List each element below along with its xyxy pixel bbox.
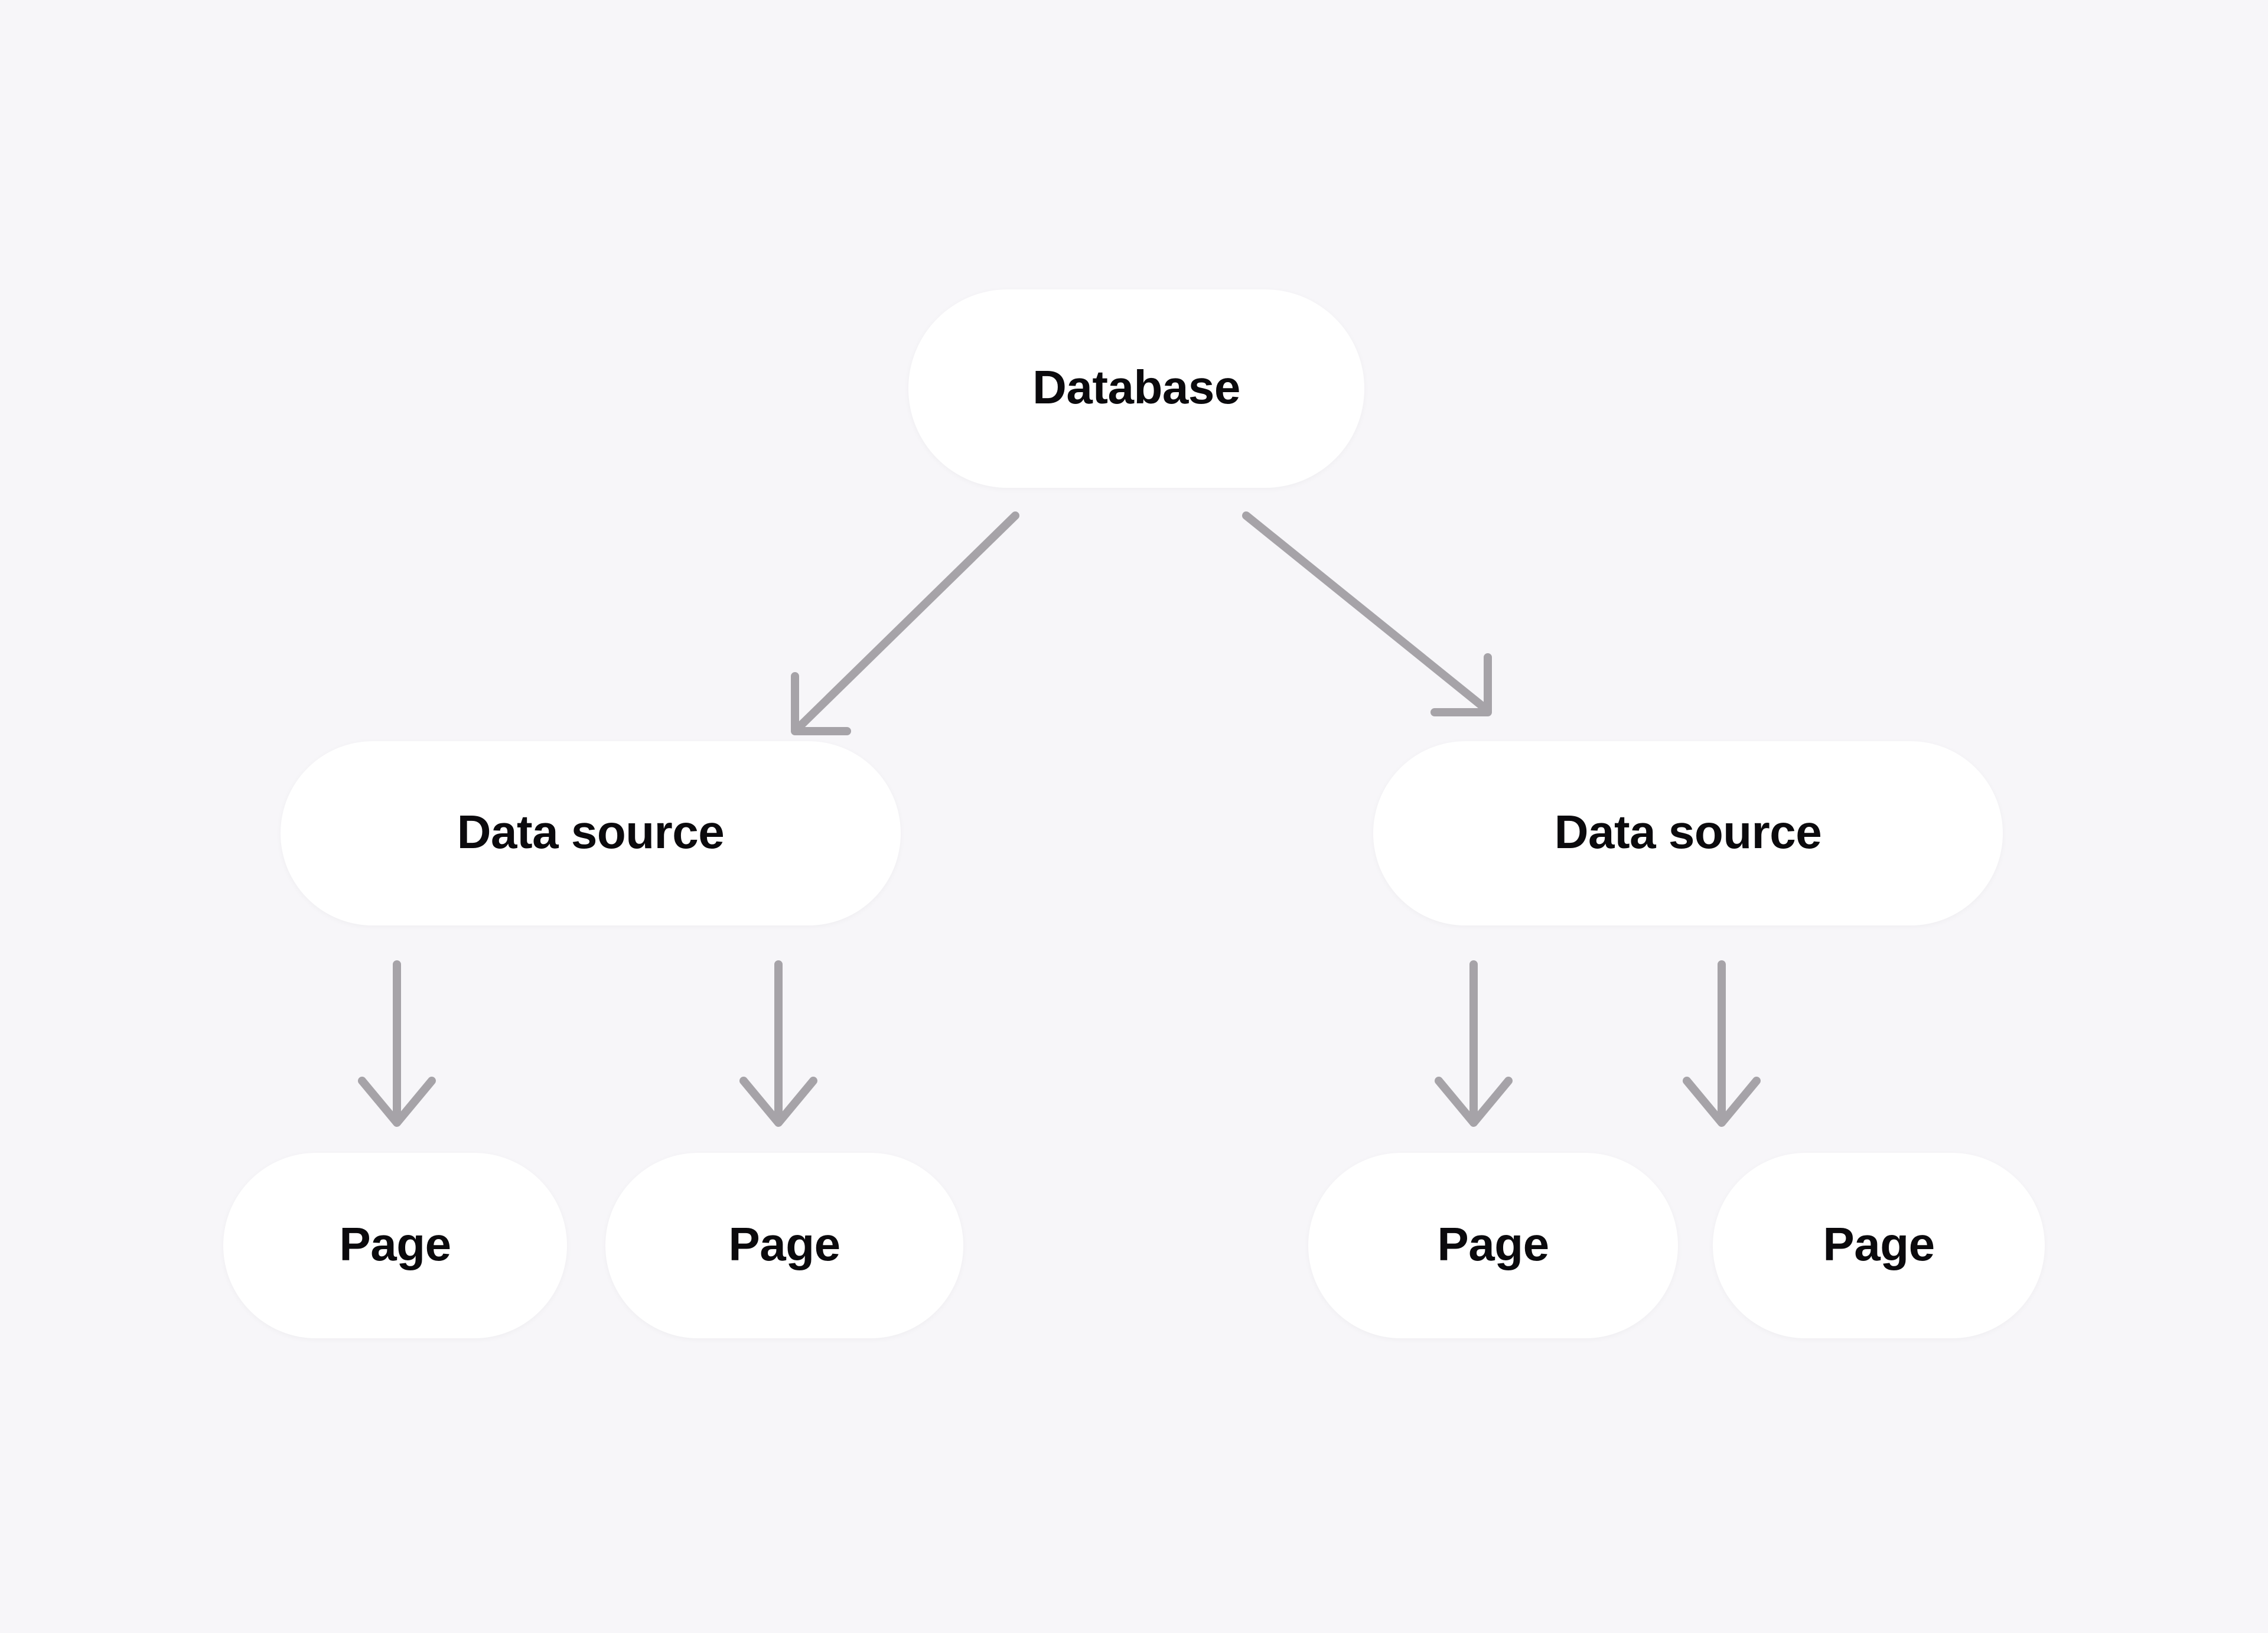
edge-data-source-left-to-page-1 — [358, 960, 436, 1127]
node-data-source-right-label: Data source — [1554, 806, 1822, 858]
edge-data-source-right-to-page-4 — [1683, 960, 1761, 1127]
edge-database-to-data-source-right — [1242, 511, 1492, 716]
node-data-source-left[interactable]: Data source — [281, 741, 901, 925]
node-page-1-label: Page — [339, 1218, 451, 1270]
node-page-2[interactable]: Page — [605, 1153, 963, 1338]
edge-data-source-left-to-page-2 — [739, 960, 817, 1127]
node-page-4-label: Page — [1823, 1218, 1935, 1270]
node-database[interactable]: Database — [908, 289, 1364, 488]
node-page-4[interactable]: Page — [1713, 1153, 2045, 1338]
node-data-source-right[interactable]: Data source — [1373, 741, 2003, 925]
node-database-label: Database — [1032, 361, 1240, 413]
edge-data-source-right-to-page-3 — [1435, 960, 1513, 1127]
node-page-2-label: Page — [728, 1218, 840, 1270]
node-page-1[interactable]: Page — [223, 1153, 567, 1338]
node-data-source-left-label: Data source — [457, 806, 725, 858]
node-page-3[interactable]: Page — [1308, 1153, 1678, 1338]
node-page-3-label: Page — [1437, 1218, 1549, 1270]
edge-database-to-data-source-left — [791, 511, 1019, 735]
